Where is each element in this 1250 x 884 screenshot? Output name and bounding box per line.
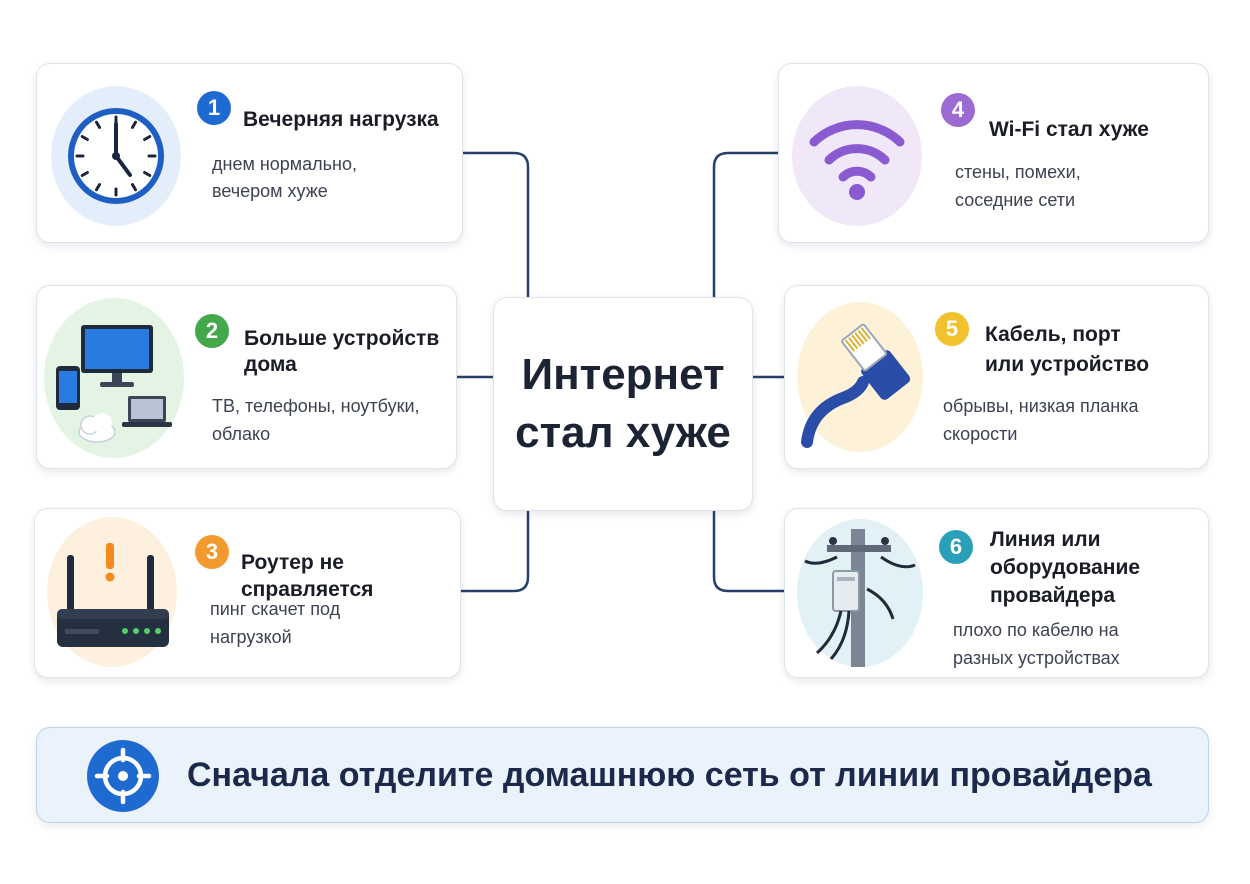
connector-6 xyxy=(712,509,786,593)
cause-card-evening-load: 1 Вечерняя нагрузка днем нормально, вече… xyxy=(36,63,463,243)
cause-card-cable: 5 Кабель, порт или устройство обрывы, ни… xyxy=(784,285,1209,469)
cause-title: Wi-Fi стал хуже xyxy=(989,118,1149,141)
cause-description-line: днем нормально, xyxy=(212,154,358,174)
cause-title-line: дома xyxy=(244,353,297,376)
router-warning-icon xyxy=(47,517,177,667)
cause-title-line: Кабель, порт xyxy=(985,323,1121,346)
cause-card-wifi: 4 Wi-Fi стал хуже стены, помехи, соседни… xyxy=(778,63,1209,243)
connector-1 xyxy=(461,151,530,299)
cause-description-line: скорости xyxy=(943,424,1018,444)
step-number-badge: 4 xyxy=(941,93,975,127)
advice-banner: Сначала отделите домашнюю сеть от линии … xyxy=(36,727,1209,823)
cause-description-line: вечером хуже xyxy=(212,181,328,201)
central-title-line: Интернет xyxy=(521,350,725,399)
step-number-badge: 3 xyxy=(195,535,229,569)
step-number-badge: 5 xyxy=(935,312,969,346)
central-topic: Интернет стал хуже xyxy=(493,297,753,511)
cause-title: Роутер не справляется xyxy=(241,551,374,601)
step-number-badge: 6 xyxy=(939,530,973,564)
cause-description-line: соседние сети xyxy=(955,190,1076,210)
target-icon xyxy=(87,740,159,812)
cause-description-line: пинг скачет под xyxy=(210,599,341,619)
cause-description-line: ТВ, телефоны, ноутбуки, xyxy=(212,396,420,416)
wifi-icon xyxy=(792,86,922,226)
cause-description-line: облако xyxy=(212,424,271,444)
cause-title-line: Линия или xyxy=(990,528,1101,551)
clock-icon xyxy=(51,86,181,226)
cause-card-provider-line: 6 Линия или оборудование провайдера плох… xyxy=(784,508,1209,678)
advice-text: Сначала отделите домашнюю сеть от линии … xyxy=(187,756,1152,794)
cause-description-line: нагрузкой xyxy=(210,627,292,647)
cause-description-line: разных устройствах xyxy=(953,648,1120,668)
cause-title-line: оборудование xyxy=(990,556,1141,579)
cause-card-more-devices: 2 Больше устройств дома ТВ, телефоны, но… xyxy=(36,285,457,469)
cause-description-line: обрывы, низкая планка xyxy=(943,396,1139,416)
connector-4 xyxy=(712,151,780,299)
cause-description-line: стены, помехи, xyxy=(955,162,1081,182)
cause-title-line: Больше устройств xyxy=(244,327,440,350)
cause-description-line: плохо по кабелю на xyxy=(953,620,1119,640)
utility-pole-icon xyxy=(797,519,923,667)
cause-title: Вечерняя нагрузка xyxy=(243,108,439,131)
cause-title-line: провайдера xyxy=(990,584,1116,607)
devices-icon xyxy=(44,298,184,458)
cause-title-line: или устройство xyxy=(985,353,1150,376)
step-number-badge: 1 xyxy=(197,91,231,125)
ethernet-cable-icon xyxy=(797,302,923,452)
cause-card-router: 3 Роутер не справляется пинг скачет под … xyxy=(34,508,461,678)
connector-3 xyxy=(459,509,530,593)
central-title-line: стал хуже xyxy=(515,408,731,457)
step-number-badge: 2 xyxy=(195,314,229,348)
